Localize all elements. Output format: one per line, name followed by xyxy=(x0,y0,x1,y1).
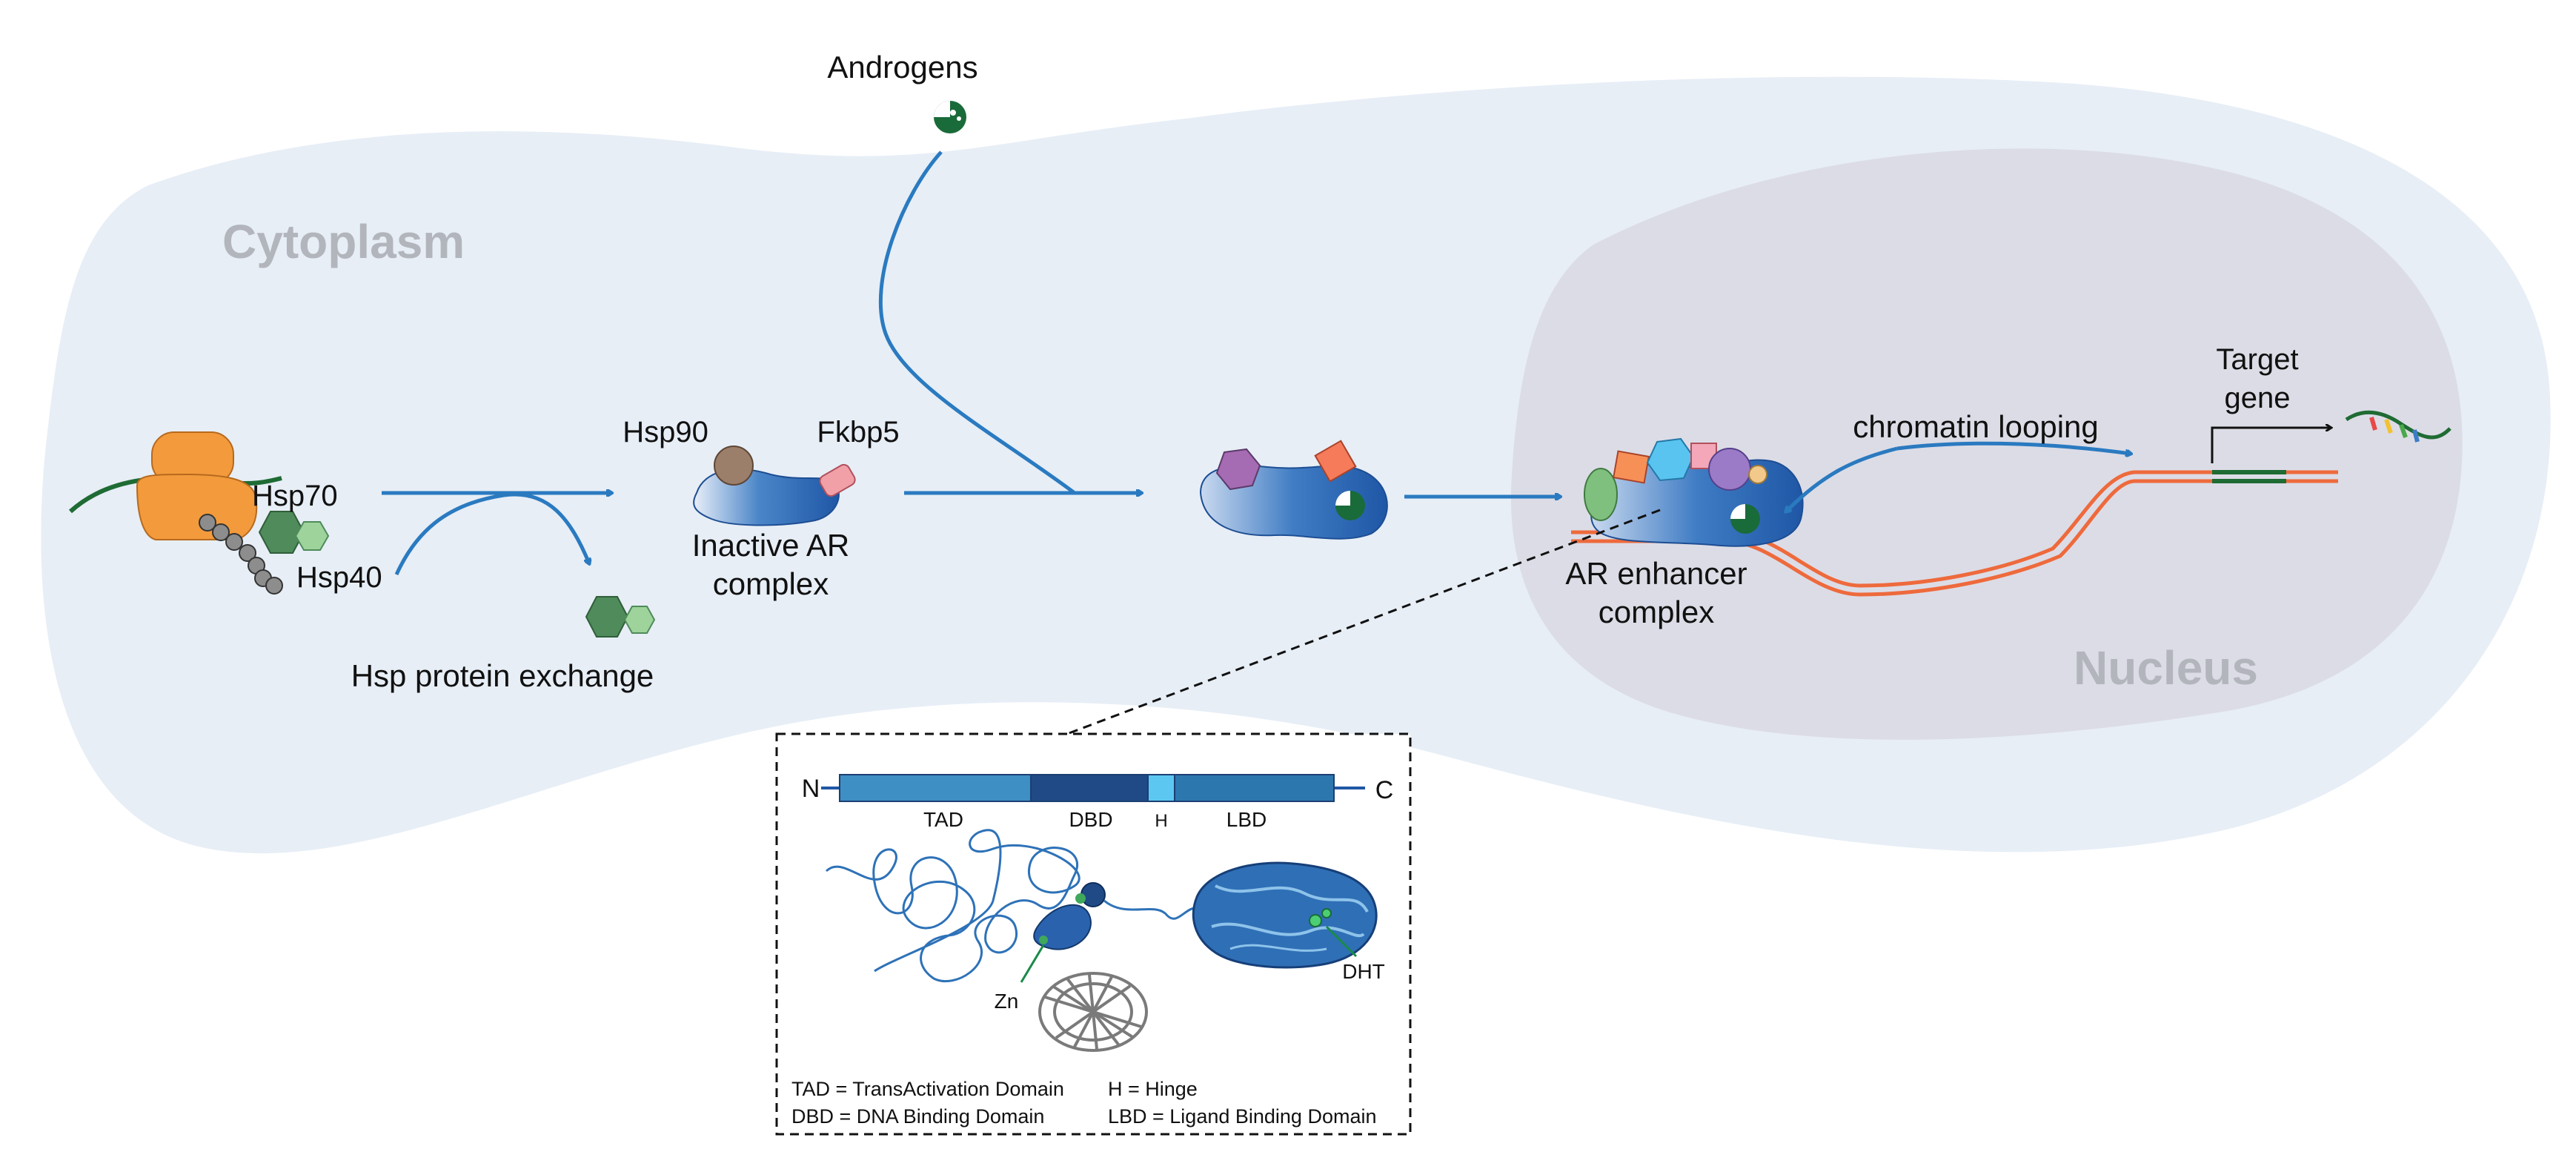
dbd-structure xyxy=(1033,882,1106,950)
chaperone-complex xyxy=(68,431,330,595)
mrna-transcript-icon xyxy=(2345,410,2451,443)
androgen-entry-path xyxy=(878,150,1076,495)
enhancer-label-2: complex xyxy=(1599,595,1714,629)
looping-arrow-to-enhancer xyxy=(1786,446,1898,511)
hsp40-chain-icon xyxy=(199,514,283,595)
c-terminus-label: C xyxy=(1375,776,1394,804)
tad-label: TAD xyxy=(923,808,963,831)
hsp70-label: Hsp70 xyxy=(252,480,338,512)
coregulator-orange-icon xyxy=(1613,450,1650,484)
hsp90-icon xyxy=(714,446,754,486)
arrow-hsp-exchange xyxy=(394,492,589,576)
dna-helix-structure xyxy=(1038,972,1148,1052)
dna-strand xyxy=(1571,470,2338,597)
n-terminus-label: N xyxy=(802,775,820,803)
hsp70-hexagon-icon xyxy=(258,511,305,554)
domain-hinge xyxy=(1147,774,1175,802)
target-gene-label-2: gene xyxy=(2225,382,2291,414)
target-gene-label-1: Target xyxy=(2216,343,2298,376)
inset-connector xyxy=(1066,509,1661,735)
target-gene-segment xyxy=(2212,470,2286,483)
domain-tad xyxy=(839,774,1032,802)
domain-lbd xyxy=(1174,774,1335,802)
coregulator-square-icon xyxy=(1314,440,1357,483)
ar-enhancer-complex xyxy=(1584,437,1804,547)
legend-dbd: DBD = DNA Binding Domain xyxy=(791,1105,1044,1128)
coregulator-ellipse-icon xyxy=(1584,468,1618,521)
coregulator-tan-icon xyxy=(1748,465,1767,484)
androgens-label: Androgens xyxy=(827,50,977,85)
transcription-start-arrow xyxy=(2211,428,2331,463)
enhancer-label-1: AR enhancer xyxy=(1565,556,1747,591)
inactive-ar-label-2: complex xyxy=(713,566,829,601)
hsp-exchange-label: Hsp protein exchange xyxy=(351,658,654,693)
hsp40-label: Hsp40 xyxy=(296,561,382,594)
nucleus-label: Nucleus xyxy=(2074,641,2258,695)
coregulator-hexagon-icon xyxy=(1215,448,1261,491)
ar-structure-inset: N C TAD DBD H LBD Zn xyxy=(775,732,1412,1136)
hsp90-label: Hsp90 xyxy=(623,416,708,448)
coregulator-purple-icon xyxy=(1708,448,1751,491)
released-hsp40-icon xyxy=(623,606,656,634)
lbd-label: LBD xyxy=(1226,808,1267,831)
dht-label: DHT xyxy=(1342,960,1385,983)
bound-androgen-icon xyxy=(1335,491,1365,520)
released-hsp70-icon xyxy=(585,596,629,638)
androgen-icon xyxy=(934,101,966,133)
legend-lbd: LBD = Ligand Binding Domain xyxy=(1108,1105,1376,1128)
active-ar-complex xyxy=(1199,440,1388,540)
inactive-ar-label-1: Inactive AR xyxy=(692,528,849,563)
enhancer-androgen-icon xyxy=(1730,504,1760,534)
hsp40-hexagon-icon xyxy=(294,521,330,551)
fkbp5-icon xyxy=(819,463,856,497)
coregulator-cyan-icon xyxy=(1646,437,1695,482)
inactive-ar-complex xyxy=(693,446,856,526)
zn-label: Zn xyxy=(995,990,1019,1013)
fkbp5-label: Fkbp5 xyxy=(817,416,899,448)
chromatin-looping-label: chromatin looping xyxy=(1853,409,2099,444)
looping-arrow-to-gene xyxy=(1896,441,2131,454)
legend-hinge: H = Hinge xyxy=(1108,1078,1198,1100)
domain-dbd xyxy=(1030,774,1149,802)
lbd-structure xyxy=(1192,861,1378,969)
cytoplasm-label: Cytoplasm xyxy=(222,215,465,268)
legend-tad: TAD = TransActivation Domain xyxy=(791,1078,1064,1100)
dbd-label: DBD xyxy=(1069,808,1112,831)
tad-coil-structure xyxy=(825,829,1080,983)
hinge-label: H xyxy=(1155,811,1167,831)
